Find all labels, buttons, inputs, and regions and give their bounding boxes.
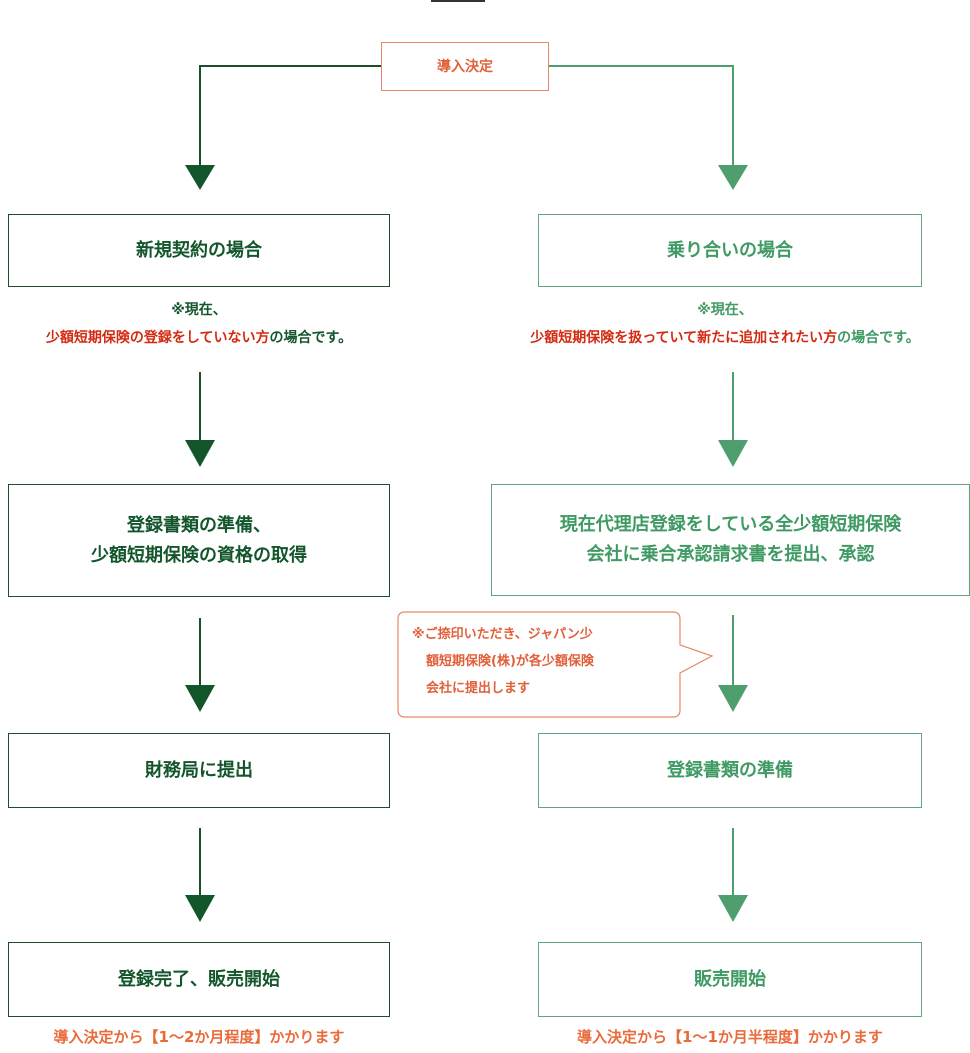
right-step1-line2: 会社に乗合承認請求書を提出、承認 <box>586 544 875 565</box>
callout-line1: ※ご捺印いただき、ジャパン少 <box>412 627 593 642</box>
right-duration: 導入決定から【1〜1か月半程度】かかります <box>577 1028 883 1046</box>
left-note-tail: の場合です。 <box>269 330 353 346</box>
left-step2-box: 財務局に提出 <box>8 733 390 808</box>
right-step1-line1: 現在代理店登録をしている全少額短期保険 <box>559 514 902 535</box>
right-step3: 販売開始 <box>694 968 766 990</box>
arrow-left-1 <box>185 165 215 190</box>
arrow-right-1 <box>718 165 748 190</box>
arrow-right-3 <box>718 685 748 712</box>
left-title-box: 新規契約の場合 <box>8 214 390 287</box>
left-note-line2: 少額短期保険の登録をしていない方の場合です。 <box>0 324 398 352</box>
left-branch-line <box>199 65 381 165</box>
left-note-highlight: 少額短期保険の登録をしていない方 <box>45 330 270 346</box>
left-step2: 財務局に提出 <box>145 759 253 781</box>
right-branch-line <box>549 65 734 165</box>
arrow-right-4 <box>718 895 748 922</box>
right-note-line2: 少額短期保険を扱っていて新たに追加されたい方の場合です。 <box>480 324 970 352</box>
right-step2: 登録書類の準備 <box>667 759 793 781</box>
right-note-highlight: 少額短期保険を扱っていて新たに追加されたい方 <box>530 330 838 346</box>
right-step3-box: 販売開始 <box>538 942 922 1017</box>
right-title-box: 乗り合いの場合 <box>538 214 922 287</box>
left-step3: 登録完了、販売開始 <box>118 968 280 990</box>
right-step2-box: 登録書類の準備 <box>538 733 922 808</box>
arrow-left-3 <box>185 685 215 712</box>
callout-line3: 会社に提出します <box>426 681 531 696</box>
left-step1-line2: 少額短期保険の資格の取得 <box>91 544 307 566</box>
left-step1-line1: 登録書類の準備、 <box>127 514 271 536</box>
left-step1-box: 登録書類の準備、 少額短期保険の資格の取得 <box>8 484 390 597</box>
left-note-line1: ※現在、 <box>171 302 227 318</box>
start-box: 導入決定 <box>381 42 549 91</box>
right-step1-box: 現在代理店登録をしている全少額短期保険 会社に乗合承認請求書を提出、承認 <box>491 484 970 596</box>
left-step3-box: 登録完了、販売開始 <box>8 942 390 1017</box>
right-note: ※現在、 少額短期保険を扱っていて新たに追加されたい方の場合です。 <box>480 296 970 352</box>
arrow-left-4 <box>185 895 215 922</box>
top-divider <box>431 0 485 2</box>
right-title: 乗り合いの場合 <box>667 239 793 261</box>
arrow-right-2 <box>718 440 748 467</box>
callout-bubble <box>397 611 714 718</box>
callout-text: ※ご捺印いただき、ジャパン少 額短期保険(株)が各少額保険 会社に提出します <box>412 621 672 702</box>
left-duration: 導入決定から【1〜2か月程度】かかります <box>53 1028 345 1046</box>
left-title: 新規契約の場合 <box>136 239 262 261</box>
arrow-left-2 <box>185 440 215 467</box>
callout-line2: 額短期保険(株)が各少額保険 <box>426 654 594 669</box>
start-label: 導入決定 <box>437 58 493 75</box>
right-note-tail: の場合です。 <box>837 330 920 346</box>
left-note: ※現在、 少額短期保険の登録をしていない方の場合です。 <box>0 296 398 352</box>
right-note-line1: ※現在、 <box>697 302 753 318</box>
